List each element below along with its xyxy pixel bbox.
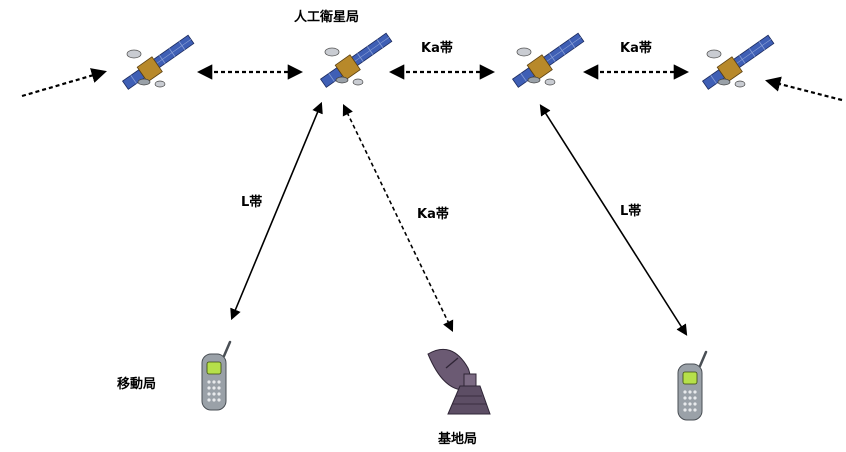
- satellite-icon: [122, 34, 195, 90]
- mobile-phone-icon: [200, 340, 232, 412]
- satellite-icon: [320, 32, 393, 88]
- l-band-label-right: L帯: [620, 204, 642, 219]
- mobile-station-label: 移動局: [117, 377, 157, 392]
- satellite-icon: [702, 34, 775, 90]
- ka-band-label-feeder: Ka帯: [417, 207, 449, 222]
- incoming-link-left: [21, 68, 107, 98]
- mobile-phone-icon: [676, 350, 708, 422]
- satellite-icon: [512, 32, 585, 88]
- ka-band-label-top-left: Ka帯: [421, 41, 453, 56]
- incoming-link-right: [765, 76, 843, 102]
- base-station-label: 基地局: [438, 432, 478, 447]
- ground-links: [230, 101, 688, 336]
- l-band-link-right: [539, 104, 688, 336]
- ground-station-dish-icon: [427, 348, 491, 415]
- satellite-station-label: 人工衛星局: [294, 10, 360, 25]
- l-band-label-left: L帯: [241, 195, 263, 210]
- ka-band-label-top-right: Ka帯: [620, 41, 652, 56]
- l-band-link-left: [230, 101, 323, 321]
- inter-satellite-links: [21, 64, 843, 102]
